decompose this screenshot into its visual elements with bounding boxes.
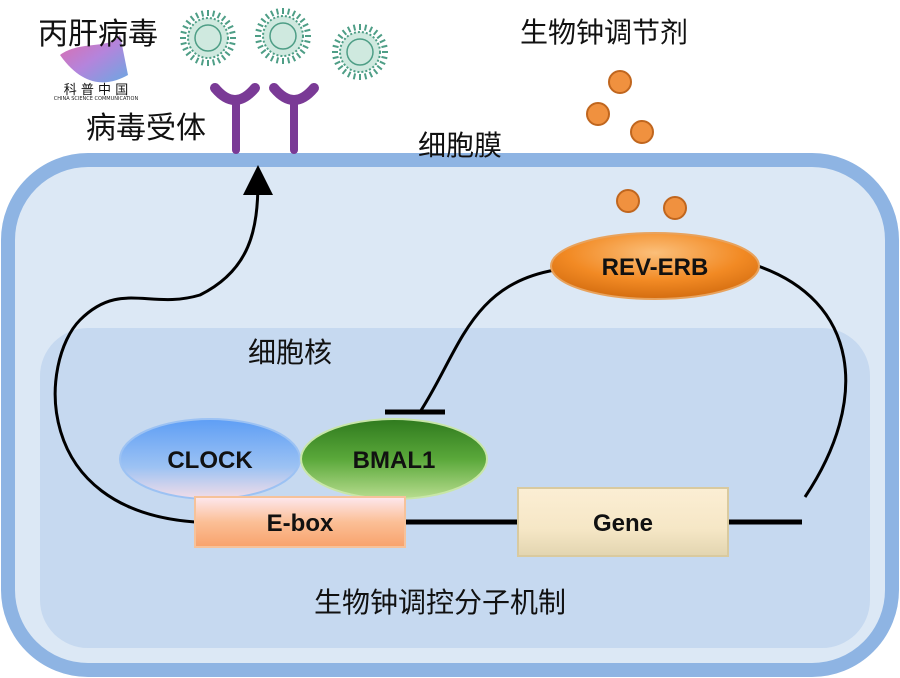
logo-cn: 科 普 中 国: [64, 83, 128, 98]
regulator-molecule: [608, 70, 632, 94]
feedback-line: [754, 263, 848, 498]
hcv-virus-icon: [332, 24, 388, 80]
hcv-virus-icon: [255, 8, 311, 64]
virus-title: 丙肝病毒: [38, 17, 158, 52]
virus-group: [180, 8, 388, 80]
regulator-molecule: [616, 189, 640, 213]
regulator-label: 生物钟调节剂: [520, 16, 688, 49]
gene-label: Gene: [593, 510, 653, 537]
ebox-label: E-box: [267, 510, 334, 537]
regulator-molecule: [586, 102, 610, 126]
nucleus-label: 细胞核: [248, 336, 332, 369]
regulator-molecule: [630, 120, 654, 144]
membrane-label: 细胞膜: [418, 129, 502, 162]
receptor-label: 病毒受体: [86, 111, 206, 146]
rev-erb-protein: [550, 232, 760, 300]
clock-label: CLOCK: [167, 447, 253, 474]
ebox-element: [194, 496, 406, 548]
science-logo: 科 普 中 国 CHINA SCIENCE COMMUNICATION: [54, 35, 139, 102]
inhibition-line: [418, 268, 556, 413]
virus-receptor-2: [269, 83, 319, 154]
logo-en: CHINA SCIENCE COMMUNICATION: [54, 96, 139, 102]
gene-element: [517, 487, 729, 557]
mechanism-label: 生物钟调控分子机制: [314, 586, 566, 619]
virus-receptor-1: [210, 83, 260, 154]
regulator-molecule: [663, 196, 687, 220]
bmal1-label: BMAL1: [353, 447, 436, 474]
arrow-to-receptor: [53, 165, 273, 524]
rev-erb-label: REV-ERB: [602, 254, 709, 281]
hcv-virus-icon: [180, 10, 236, 66]
